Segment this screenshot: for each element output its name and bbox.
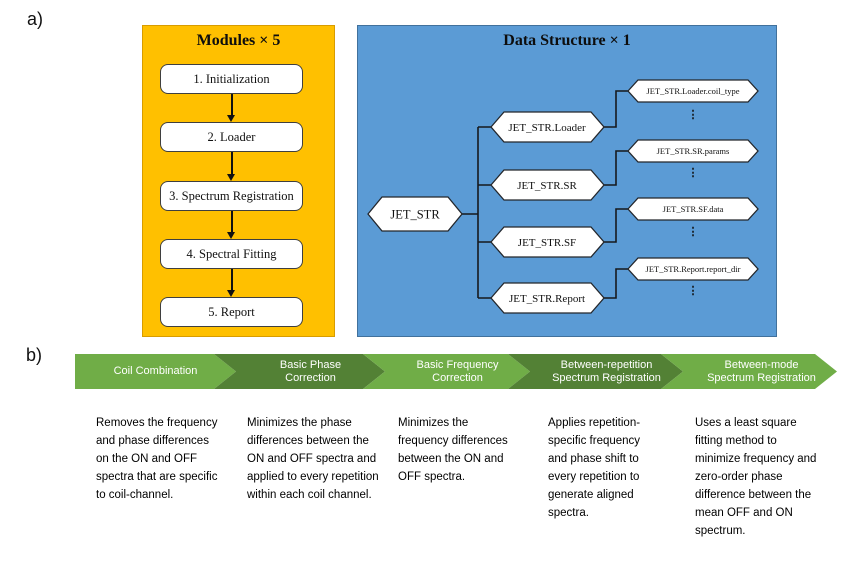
tree-elbow-connector (604, 208, 628, 243)
arrow-down-icon (227, 94, 236, 122)
data-structure-panel-title: Data Structure × 1 (503, 32, 631, 49)
hexagon-child-label: JET_STR.SF (518, 237, 576, 249)
hexagon-leaf-label: JET_STR.Loader.coil_type (646, 86, 739, 96)
module-box-spectrum-registration: 3. Spectrum Registration (160, 181, 303, 211)
hexagon-child-loader (490, 111, 605, 143)
hexagon-leaf-params (627, 139, 759, 163)
hexagon-root-label: JET_STR (390, 208, 440, 222)
arrow-down-icon (227, 269, 236, 297)
hexagon-leaf-label: JET_STR.SR.params (657, 146, 730, 156)
pipeline-chevrons (75, 354, 837, 389)
hexagon-leaf-data (627, 197, 759, 221)
hexagon-child-sf (490, 226, 605, 258)
chevron-step-1 (75, 354, 236, 389)
hexagon-child-report (490, 282, 605, 314)
ellipsis: ⋮ (688, 226, 699, 238)
panel-b-label: b) (26, 345, 43, 365)
step-description-4: Applies repetition-specific frequency an… (548, 417, 641, 519)
hexagon-child-label: JET_STR.SR (517, 180, 577, 192)
chevron-step-label: Basic Frequency Correction (416, 358, 499, 384)
data-structure-panel: Data Structure × 1 JET_STR JET_STR.Loade… (357, 25, 777, 337)
panel-a-label: a) (27, 9, 44, 29)
chevron-step-label: Between-repetition Spectrum Registration (552, 358, 661, 384)
chevron-step-3 (363, 354, 530, 389)
module-box-loader: 2. Loader (160, 122, 303, 152)
module-box-spectral-fitting: 4. Spectral Fitting (160, 239, 303, 269)
module-box-initialization: 1. Initialization (160, 64, 303, 94)
chevron-step-label: Coil Combination (113, 365, 198, 377)
ellipsis: ⋮ (688, 167, 699, 179)
chevron-step-label: Basic Phase Correction (279, 358, 342, 384)
step-description-2: Minimizes the phase differences between … (247, 417, 379, 501)
chevron-step-4 (508, 354, 683, 389)
step-description-1: Removes the frequency and phase differen… (96, 417, 218, 501)
hexagon-child-label: JET_STR.Report (509, 293, 585, 305)
tree-elbow-connector (604, 90, 628, 128)
hexagon-leaf-report-dir (627, 257, 759, 281)
data-structure-tree: JET_STR JET_STR.Loader JET_STR.SR JET_ST… (367, 79, 759, 314)
hexagon-child-label: JET_STR.Loader (508, 122, 586, 134)
hexagon-child-sr (490, 169, 605, 201)
ellipsis: ⋮ (688, 109, 699, 121)
arrow-down-icon (227, 211, 236, 239)
hexagon-leaf-coil-type (627, 79, 759, 103)
hexagon-leaf-label: JET_STR.Report.report_dir (646, 264, 741, 274)
step-description-3: Minimizes the frequency differences betw… (398, 417, 508, 483)
tree-elbow-connector (604, 150, 628, 186)
chevron-step-label: Between-mode Spectrum Registration (707, 358, 816, 384)
arrow-down-icon (227, 152, 236, 181)
chevron-step-2 (214, 354, 385, 389)
hexagon-root (367, 196, 463, 232)
modules-panel-title: Modules × 5 (196, 32, 281, 49)
modules-panel: Modules × 5 1. Initialization 2. Loader … (142, 25, 335, 337)
tree-trunk-connector (462, 126, 491, 299)
hexagon-leaf-label: JET_STR.SF.data (663, 204, 724, 214)
pipeline-step-labels: Coil Combination Basic Phase Correction … (75, 354, 840, 389)
tree-elbow-connector (604, 268, 628, 299)
chevron-step-5 (661, 354, 837, 389)
ellipsis: ⋮ (688, 285, 699, 297)
step-description-5: Uses a least square fitting method to mi… (695, 417, 817, 537)
module-box-report: 5. Report (160, 297, 303, 327)
